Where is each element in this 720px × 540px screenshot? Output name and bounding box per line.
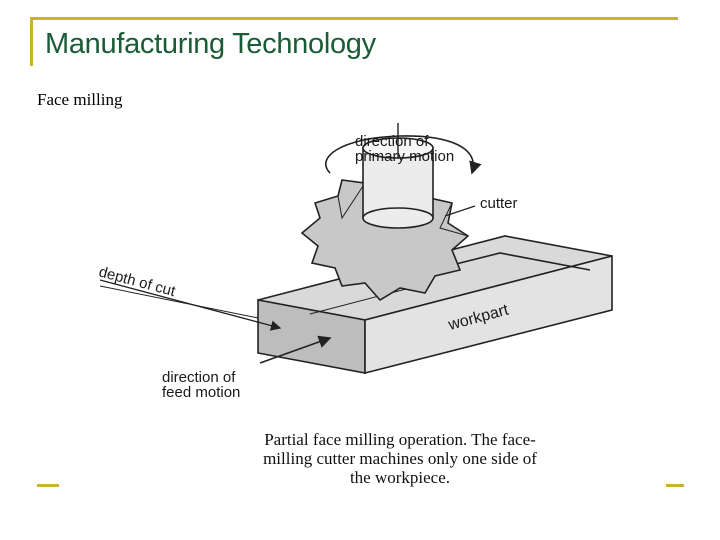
cutter-body bbox=[300, 123, 470, 302]
caption-line-2: milling cutter machines only one side of bbox=[263, 449, 537, 468]
figure-caption: Partial face milling operation. The face… bbox=[150, 430, 650, 487]
feed-motion-arrow bbox=[259, 335, 332, 364]
bottom-rule-left bbox=[37, 484, 59, 487]
primary-motion-arrow bbox=[324, 135, 482, 175]
depth-of-cut-label: depth of cut bbox=[97, 263, 178, 300]
depth-of-cut-extension bbox=[99, 285, 259, 319]
cutter-label: cutter bbox=[480, 195, 518, 212]
primary-motion-label-line1: direction of bbox=[355, 133, 429, 150]
caption-line-1: Partial face milling operation. The face… bbox=[264, 430, 536, 449]
cutter-leader bbox=[444, 205, 476, 217]
caption-line-3: the workpiece. bbox=[349, 468, 451, 487]
primary-motion-label-line2: primary motion bbox=[355, 148, 454, 165]
slide-title: Manufacturing Technology bbox=[45, 28, 376, 60]
face-milling-diagram: direction of primary motion cutter depth… bbox=[97, 123, 613, 401]
bottom-rule-right bbox=[666, 484, 684, 487]
feed-motion-label-line1: direction of bbox=[162, 369, 236, 386]
feed-motion-label-line2: feed motion bbox=[162, 384, 240, 401]
title-left-rule bbox=[30, 17, 33, 66]
title-top-rule bbox=[30, 17, 678, 20]
slide-subtitle: Face milling bbox=[37, 90, 123, 109]
